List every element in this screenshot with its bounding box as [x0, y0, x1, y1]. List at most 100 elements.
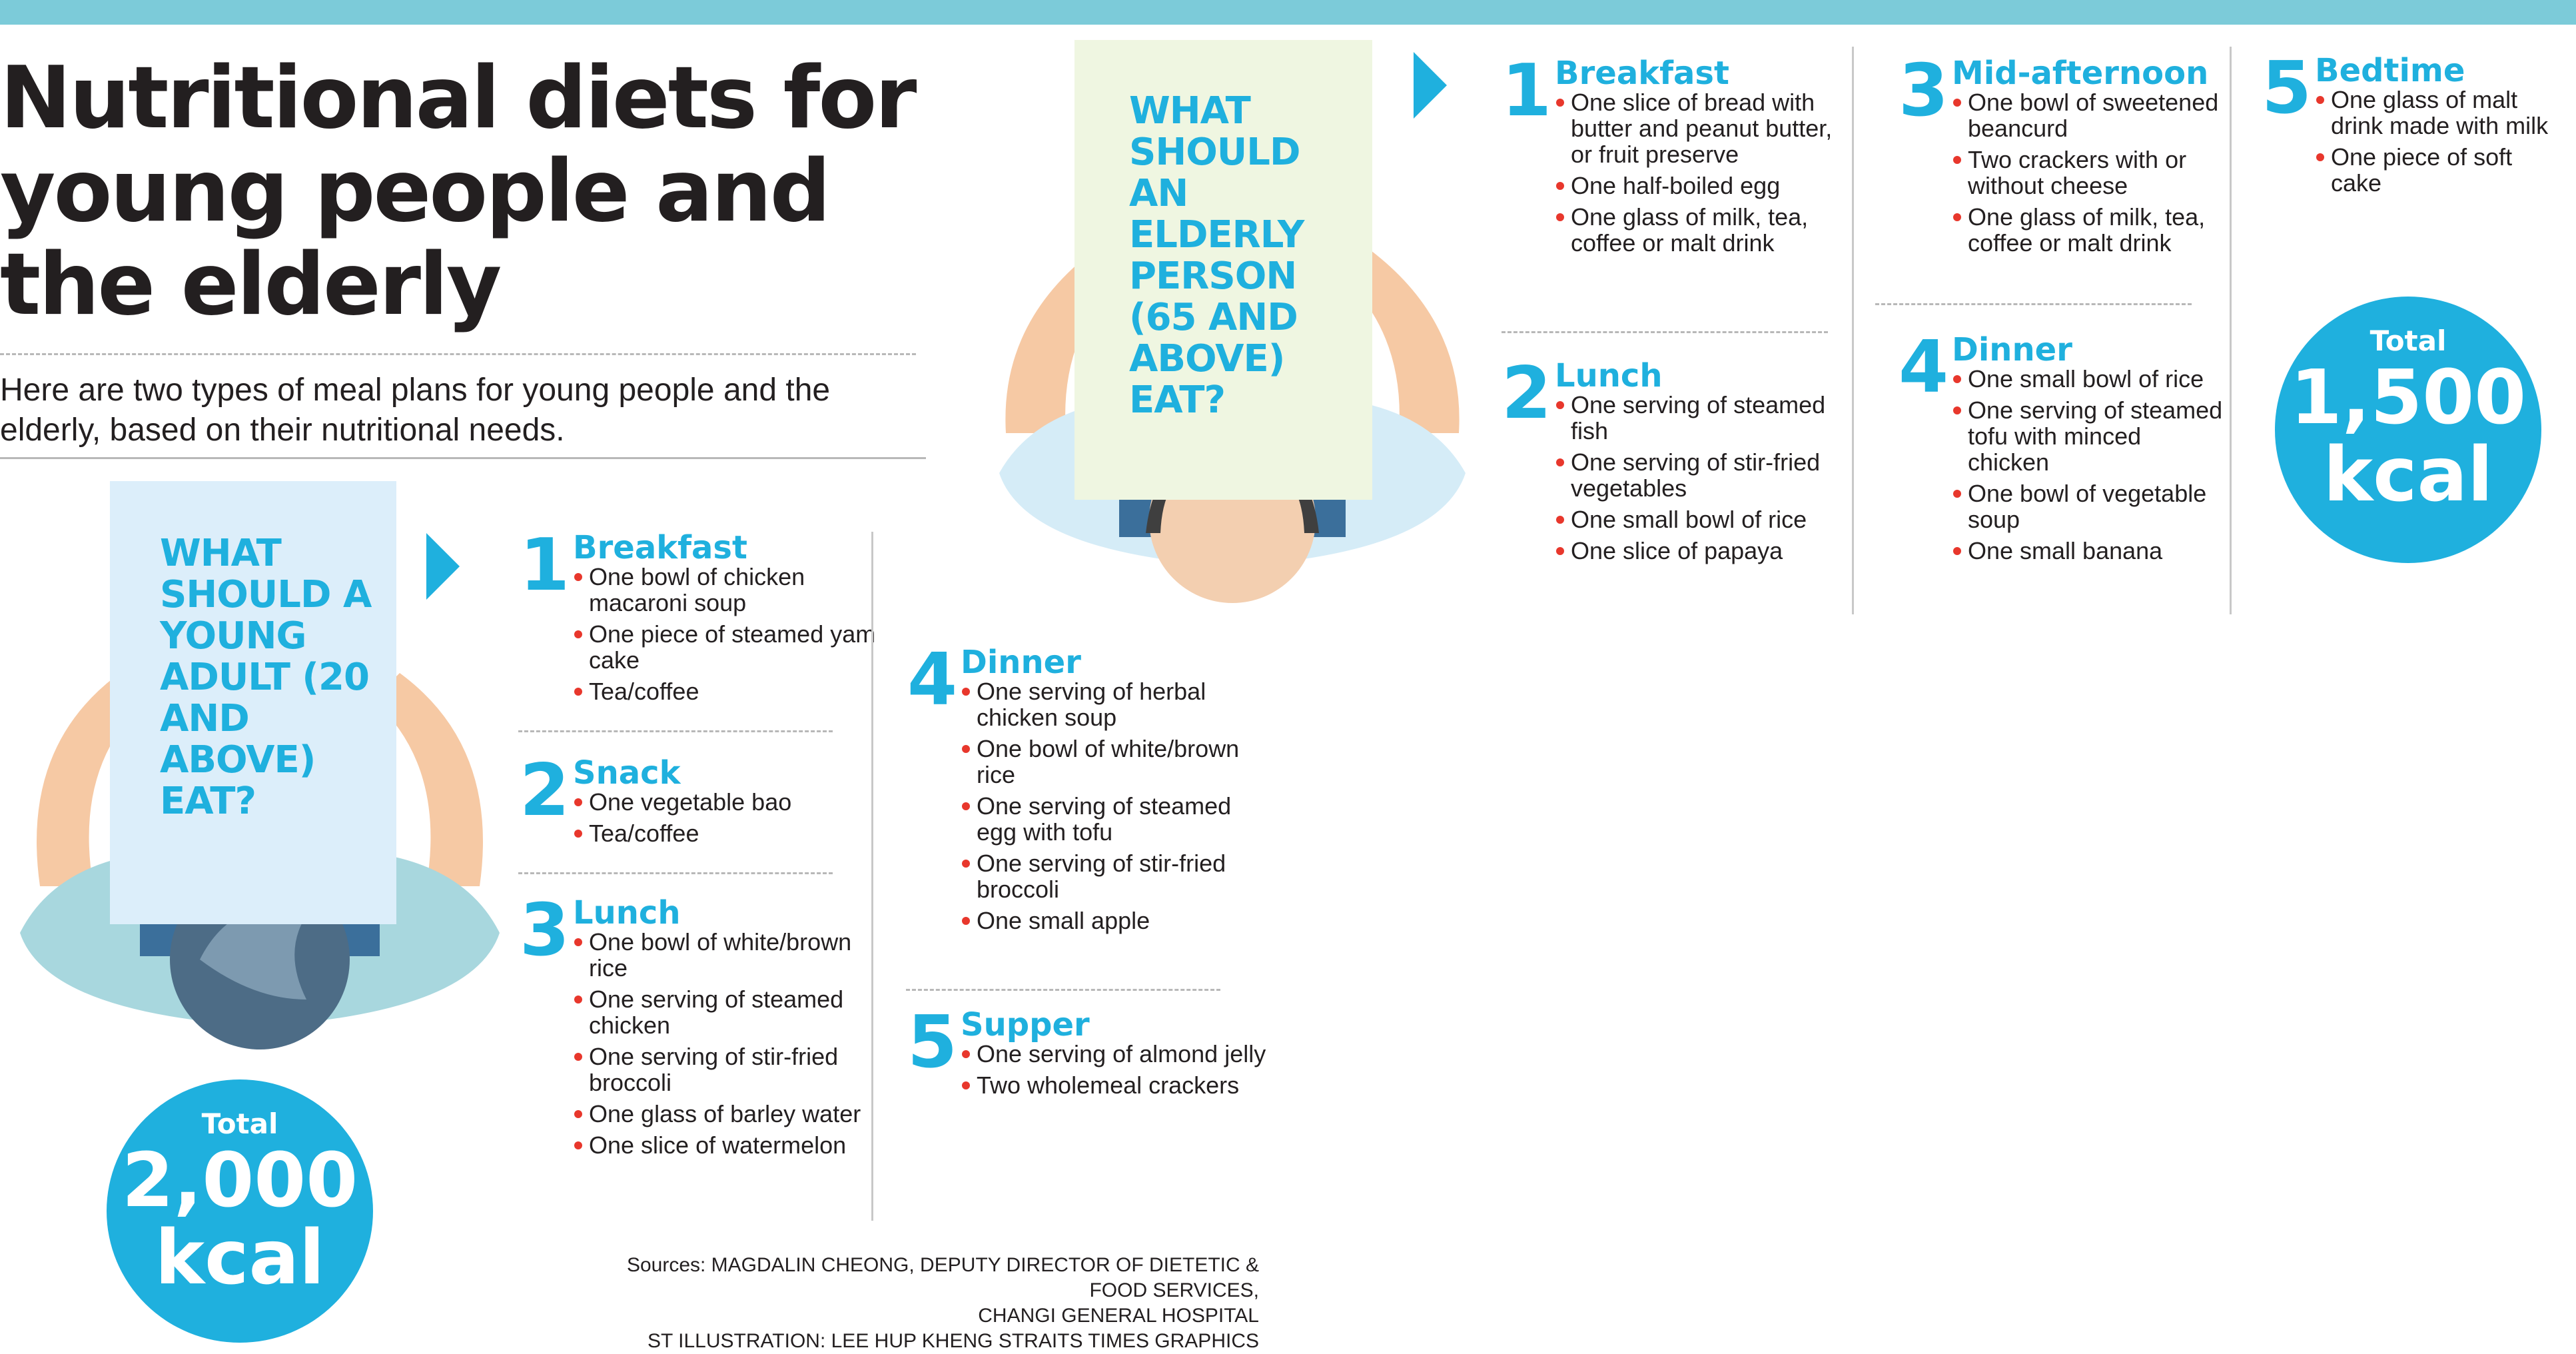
meal-item: Two wholemeal crackers: [961, 1072, 1267, 1098]
meal-item: One vegetable bao: [573, 789, 879, 815]
meal-title: Lunch: [573, 894, 681, 932]
total-label: Total: [201, 1107, 278, 1140]
elderly-meal-3: 3 Mid-afternoon One bowl of sweetened be…: [1899, 55, 2272, 308]
young-question-board: [110, 481, 396, 924]
meal-title: Supper: [961, 1006, 1090, 1043]
meal-title: Snack: [573, 754, 681, 792]
title-divider: [0, 353, 916, 355]
meal-number: 5: [2262, 47, 2312, 130]
meal-item: One slice of papaya: [1555, 538, 1841, 564]
meal-item: One half-boiled egg: [1555, 173, 1841, 199]
young-total-badge: Total 2,000 kcal: [107, 1079, 373, 1343]
meal-items: One serving of almond jelly Two wholemea…: [961, 1041, 1267, 1103]
meal-item: One serving of steamed chicken: [573, 986, 879, 1038]
meal-items: One serving of steamed fish One serving …: [1555, 392, 1841, 569]
elderly-question-board: [1074, 40, 1372, 500]
meal-title: Bedtime: [2315, 52, 2465, 89]
meal-divider: [518, 730, 833, 732]
meal-number: 5: [907, 1001, 958, 1084]
young-question: WHAT SHOULD A YOUNG ADULT (20 AND ABOVE)…: [160, 532, 372, 823]
total-unit: kcal: [2323, 432, 2493, 518]
meal-title: Breakfast: [573, 529, 747, 566]
meal-divider: [906, 989, 1220, 991]
meal-item: One bowl of vegetable soup: [1952, 480, 2225, 532]
meal-number: 4: [1899, 326, 1949, 409]
young-meal-1: 1 Breakfast One bowl of chicken macaroni…: [520, 529, 893, 722]
elderly-total-badge: Total 1,500 kcal: [2275, 297, 2541, 563]
column-divider: [871, 532, 873, 1221]
meal-divider: [518, 872, 833, 874]
meal-item: One bowl of chicken macaroni soup: [573, 564, 879, 616]
meal-number: 3: [1899, 49, 1949, 133]
meal-items: One bowl of white/brown rice One serving…: [573, 929, 879, 1163]
elderly-meal-4: 4 Dinner One small bowl of rice One serv…: [1899, 331, 2272, 611]
total-label: Total: [2369, 325, 2447, 357]
sources-line: Sources: MAGDALIN CHEONG, DEPUTY DIRECTO…: [626, 1254, 1259, 1301]
meal-items: One serving of herbal chicken soup One b…: [961, 678, 1267, 939]
meal-item: One glass of barley water: [573, 1101, 879, 1127]
young-meal-2: 2 Snack One vegetable bao Tea/coffee: [520, 754, 893, 868]
meal-item: One serving of stir-fried broccoli: [573, 1043, 879, 1095]
meal-item: Tea/coffee: [573, 820, 879, 846]
meal-divider: [1502, 331, 1828, 333]
meal-item: One glass of milk, tea, coffee or malt d…: [1952, 204, 2225, 256]
intro-text: Here are two types of meal plans for you…: [0, 372, 831, 448]
meal-item: One small banana: [1952, 538, 2225, 564]
young-meal-4: 4 Dinner One serving of herbal chicken s…: [907, 644, 1280, 964]
total-value: 1,500: [2290, 354, 2527, 441]
credit-line: ST ILLUSTRATION: LEE HUP KHENG STRAITS T…: [647, 1330, 1259, 1352]
meal-items: One glass of malt drink made with milk O…: [2315, 87, 2555, 201]
page-title: Nutritional diets for young people and t…: [0, 49, 917, 335]
elderly-meal-5: 5 Bedtime One glass of malt drink made w…: [2262, 52, 2568, 252]
hair-highlight: [200, 904, 313, 1000]
meal-item: One bowl of sweetened beancurd: [1952, 89, 2225, 141]
intro-divider: [0, 457, 926, 459]
meal-item: One serving of stir-fried vegetables: [1555, 449, 1841, 501]
total-value: 2,000: [121, 1137, 358, 1224]
young-arrow-icon: [426, 533, 460, 600]
meal-item: One piece of soft cake: [2315, 144, 2555, 196]
meal-item: One glass of milk, tea, coffee or malt d…: [1555, 204, 1841, 256]
meal-item: One serving of steamed egg with tofu: [961, 793, 1267, 845]
meal-item: One bowl of white/brown rice: [573, 929, 879, 981]
meal-title: Breakfast: [1555, 55, 1729, 92]
meal-items: One small bowl of rice One serving of st…: [1952, 366, 2225, 569]
meal-item: One slice of watermelon: [573, 1132, 879, 1158]
right-arm: [373, 673, 483, 886]
meal-divider: [1875, 303, 2192, 305]
meal-title: Dinner: [1952, 331, 2072, 368]
meal-item: One piece of steamed yam cake: [573, 621, 879, 673]
young-meal-3: 3 Lunch One bowl of white/brown rice One…: [520, 894, 893, 1214]
sources-line: CHANGI GENERAL HOSPITAL: [978, 1305, 1259, 1327]
meal-item: One serving of steamed tofu with minced …: [1952, 397, 2225, 475]
meal-number: 2: [1502, 352, 1552, 435]
meal-item: One serving of herbal chicken soup: [961, 678, 1267, 730]
meal-item: Two crackers with or without cheese: [1952, 147, 2225, 199]
meal-number: 2: [520, 749, 570, 832]
sources-credit: Sources: MAGDALIN CHEONG, DEPUTY DIRECTO…: [593, 1253, 1259, 1354]
elderly-meal-2: 2 Lunch One serving of steamed fish One …: [1502, 357, 1875, 610]
meal-item: One small apple: [961, 908, 1267, 934]
meal-item: One small bowl of rice: [1952, 366, 2225, 392]
meal-title: Mid-afternoon: [1952, 55, 2209, 92]
column-divider: [2230, 47, 2232, 614]
meal-number: 1: [520, 524, 570, 607]
meal-item: One serving of almond jelly: [961, 1041, 1267, 1067]
young-meal-5: 5 Supper One serving of almond jelly Two…: [907, 1006, 1280, 1166]
meal-items: One slice of bread with butter and peanu…: [1555, 89, 1841, 261]
meal-number: 4: [907, 638, 958, 722]
meal-items: One bowl of sweetened beancurd Two crack…: [1952, 89, 2225, 261]
elderly-meal-1: 1 Breakfast One slice of bread with butt…: [1502, 55, 1875, 321]
total-unit: kcal: [155, 1215, 325, 1301]
meal-item: One slice of bread with butter and peanu…: [1555, 89, 1841, 167]
elderly-arrow-icon: [1414, 52, 1447, 119]
meal-item: Tea/coffee: [573, 678, 879, 704]
elderly-question: WHAT SHOULD AN ELDERLY PERSON (65 AND AB…: [1129, 89, 1304, 422]
meal-number: 1: [1502, 49, 1552, 133]
top-banner: [0, 0, 2576, 25]
meal-items: One bowl of chicken macaroni soup One pi…: [573, 564, 879, 710]
meal-item: One serving of steamed fish: [1555, 392, 1841, 444]
column-divider: [1852, 47, 1854, 614]
meal-item: One glass of malt drink made with milk: [2315, 87, 2555, 139]
meal-item: One small bowl of rice: [1555, 506, 1841, 532]
